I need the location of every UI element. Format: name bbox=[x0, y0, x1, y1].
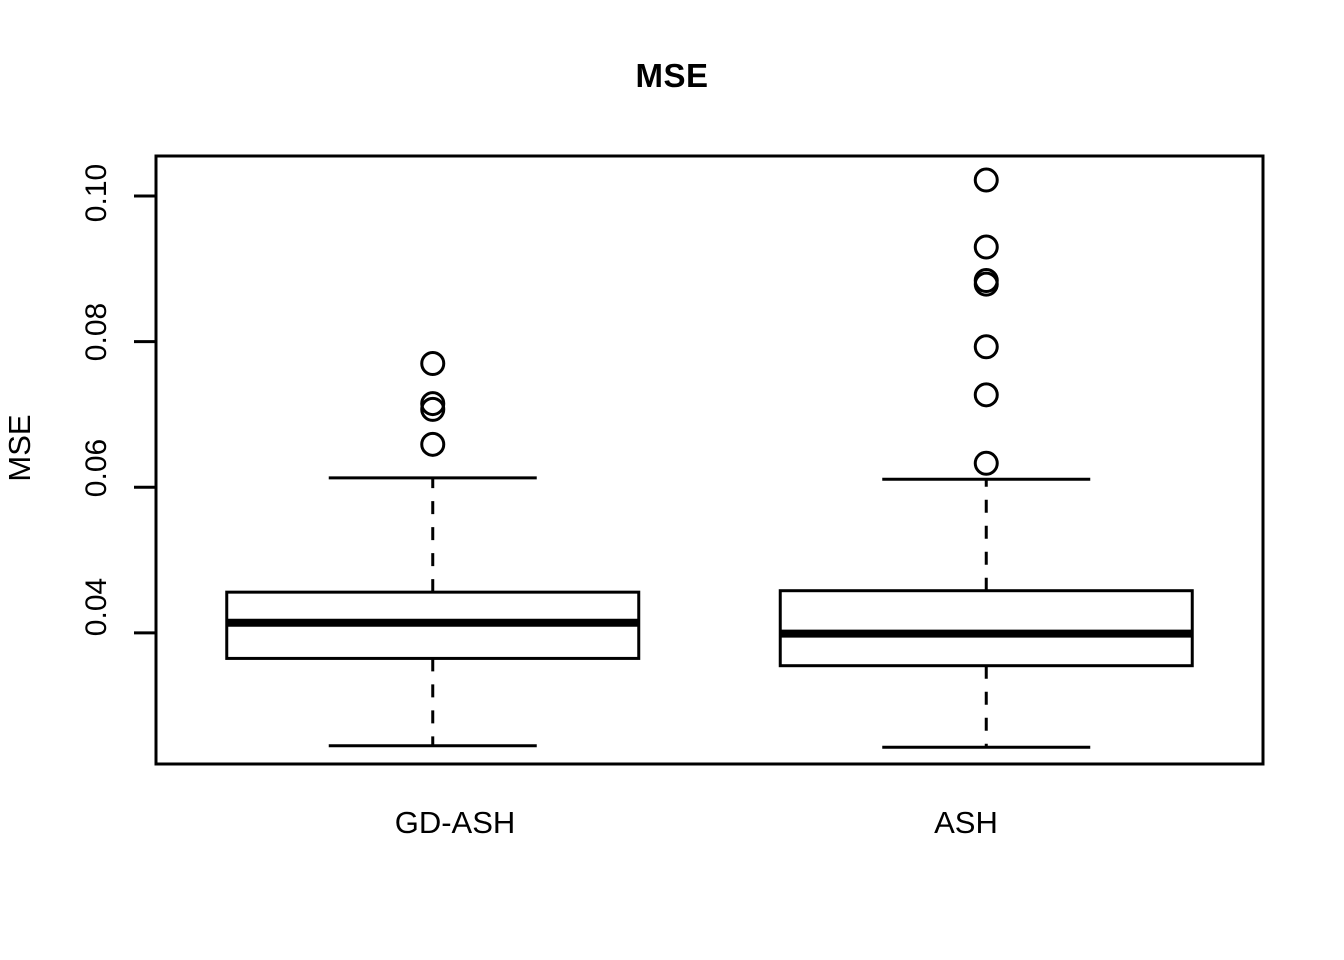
iqr-box bbox=[778, 589, 1194, 668]
box-group-gd-ash bbox=[225, 351, 641, 748]
plot-box-border bbox=[154, 154, 1265, 766]
x-tick-label-ash: ASH bbox=[934, 805, 998, 840]
box-series-layer bbox=[225, 167, 1194, 749]
x-tick-label-gd-ash: GD-ASH bbox=[394, 805, 516, 840]
outlier-point bbox=[973, 167, 999, 193]
y-axis-ticks bbox=[134, 194, 156, 635]
outlier-point bbox=[973, 271, 999, 297]
plot-frame bbox=[154, 154, 1265, 766]
box-group-ash bbox=[778, 167, 1194, 749]
outlier-point bbox=[420, 351, 446, 377]
outlier-point bbox=[973, 334, 999, 360]
outlier-point bbox=[973, 450, 999, 476]
outlier-point bbox=[973, 234, 999, 260]
outlier-point bbox=[420, 396, 446, 422]
outlier-point bbox=[973, 382, 999, 408]
outlier-point bbox=[420, 431, 446, 457]
page-title: MSE bbox=[635, 57, 709, 94]
